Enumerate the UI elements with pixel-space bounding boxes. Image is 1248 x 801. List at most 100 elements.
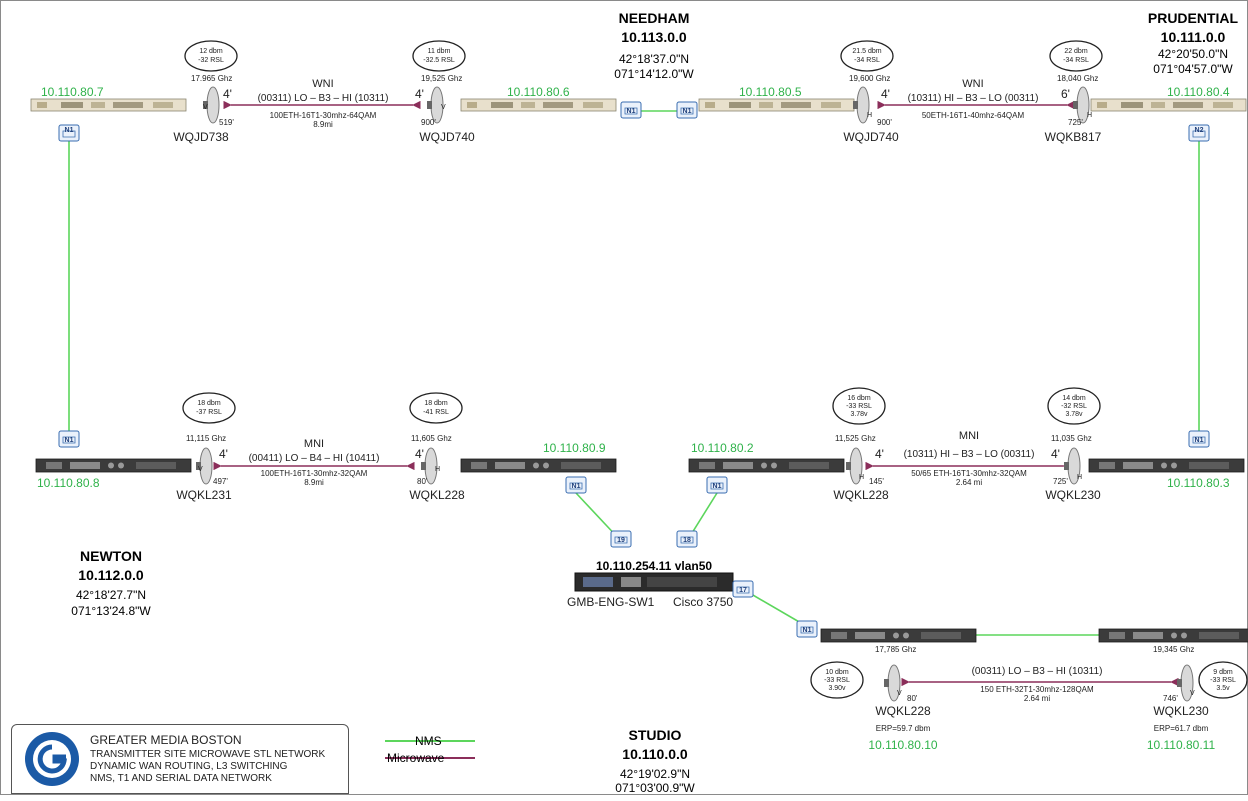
rsl-cloud-a2: 11 dbm -32.5 RSL <box>412 40 466 72</box>
svg-text:746': 746' <box>1163 694 1178 703</box>
switch-model: Cisco 3750 <box>673 595 733 609</box>
svg-text:-37 RSL: -37 RSL <box>196 409 222 416</box>
svg-text:V: V <box>198 466 203 473</box>
svg-text:WNI: WNI <box>312 78 333 90</box>
ip-r10: 10.110.80.10 <box>868 738 938 752</box>
svg-text:-33 RSL: -33 RSL <box>1210 677 1236 684</box>
svg-text:100ETH-16T1-30mhz-32QAM: 100ETH-16T1-30mhz-32QAM <box>261 469 368 478</box>
port-n1-r2: N1 <box>706 476 728 494</box>
svg-text:-32 RSL: -32 RSL <box>198 57 224 64</box>
freq-a9: 17,785 Ghz <box>875 645 916 654</box>
svg-text:4': 4' <box>219 447 228 461</box>
svg-text:42°18'27.7"N: 42°18'27.7"N <box>76 588 146 602</box>
svg-text:8.9mi: 8.9mi <box>304 478 324 487</box>
radio-unit-9 <box>460 458 617 473</box>
radio-unit-7 <box>30 98 187 112</box>
svg-text:MNI: MNI <box>959 430 979 442</box>
rsl-cloud-a3: 21.5 dbm -34 RSL <box>840 40 894 72</box>
svg-text:900': 900' <box>421 118 436 127</box>
frequencies: 17.965 Ghz 19,525 Ghz 19,600 Ghz 18,040 … <box>186 74 1194 654</box>
svg-text:50/65 ETH-16T1-30mhz-32QAM: 50/65 ETH-16T1-30mhz-32QAM <box>911 469 1027 478</box>
svg-text:4': 4' <box>223 87 232 101</box>
svg-text:10 dbm: 10 dbm <box>825 669 849 676</box>
svg-text:(00311) LO – B3 – HI (10311): (00311) LO – B3 – HI (10311) <box>258 93 389 104</box>
freq-a2: 19,525 Ghz <box>421 74 462 83</box>
freq-a6: 11,605 Ghz <box>411 434 452 443</box>
svg-text:(00311) LO – B3 – HI (10311): (00311) LO – B3 – HI (10311) <box>972 666 1103 677</box>
rsl-cloud-a6: 18 dbm -41 RSL <box>409 392 463 424</box>
svg-text:(00411) LO – B4 – HI (10411): (00411) LO – B4 – HI (10411) <box>249 453 380 464</box>
svg-text:80': 80' <box>417 477 428 486</box>
link-labels: WNI (00311) LO – B3 – HI (10311) 100ETH-… <box>249 78 1103 703</box>
svg-text:V: V <box>897 690 902 697</box>
svg-text:50ETH-16T1-40mhz-64QAM: 50ETH-16T1-40mhz-64QAM <box>922 111 1025 120</box>
svg-text:-34 RSL: -34 RSL <box>854 57 880 64</box>
svg-text:-32.5 RSL: -32.5 RSL <box>423 57 455 64</box>
svg-text:NEEDHAM: NEEDHAM <box>619 10 690 26</box>
rsl-cloud-a8: 14 dbm -32 RSL 3.78v <box>1047 387 1101 425</box>
svg-text:900': 900' <box>877 118 892 127</box>
radio-unit-6 <box>460 98 617 112</box>
svg-text:18 dbm: 18 dbm <box>424 400 448 407</box>
greater-media-logo <box>25 732 79 786</box>
rsl-cloud-a10: 9 dbm -33 RSL 3.5v <box>1198 661 1248 699</box>
freq-a7: 11,525 Ghz <box>835 434 876 443</box>
radio-unit-4 <box>1090 98 1247 112</box>
svg-text:-32 RSL: -32 RSL <box>1061 403 1087 410</box>
switch-title: 10.110.254.11 vlan50 <box>596 559 712 573</box>
svg-text:-33 RSL: -33 RSL <box>846 403 872 410</box>
switch-port-18: 18 <box>676 530 698 548</box>
legend-line3: NMS, T1 AND SERIAL DATA NETWORK <box>90 773 272 784</box>
rsl-cloud-a5: 18 dbm -37 RSL <box>182 392 236 424</box>
freq-a3: 19,600 Ghz <box>849 74 890 83</box>
svg-text:N1: N1 <box>65 437 74 444</box>
legend-box: GREATER MEDIA BOSTON TRANSMITTER SITE MI… <box>11 724 349 794</box>
svg-text:-34 RSL: -34 RSL <box>1063 57 1089 64</box>
svg-text:(10311) HI – B3 – LO (00311): (10311) HI – B3 – LO (00311) <box>904 449 1035 460</box>
call-signs: WQJD738 WQJD740 WQJD740 WQKB817 WQKL231 … <box>173 130 1209 733</box>
svg-text:42°19'02.9"N: 42°19'02.9"N <box>620 767 690 781</box>
svg-text:V: V <box>1190 690 1195 697</box>
svg-text:N1: N1 <box>65 127 74 134</box>
svg-text:42°20'50.0"N: 42°20'50.0"N <box>1158 47 1228 61</box>
legend-line1: TRANSMITTER SITE MICROWAVE STL NETWORK <box>90 749 326 760</box>
nms-lines <box>68 110 1200 636</box>
dish-attributes: 4' 519' V 4' 900' V 4' 900' H 6' 725' H … <box>198 87 1195 703</box>
svg-text:10.112.0.0: 10.112.0.0 <box>78 567 144 583</box>
ip-r11: 10.110.80.11 <box>1147 738 1216 752</box>
svg-text:17: 17 <box>739 587 747 594</box>
switch-port-19: 19 <box>610 530 632 548</box>
callsign-a1: WQJD738 <box>173 130 229 144</box>
ip-r6: 10.110.80.6 <box>507 85 570 99</box>
callsign-a2: WQJD740 <box>419 130 475 144</box>
callsign-a7: WQKL228 <box>833 488 889 502</box>
callsign-a6: WQKL228 <box>409 488 465 502</box>
svg-text:H: H <box>867 112 872 119</box>
svg-text:19: 19 <box>617 537 625 544</box>
port-n1-r9: N1 <box>565 476 587 494</box>
svg-text:V: V <box>203 104 208 111</box>
callsign-a3: WQJD740 <box>843 130 899 144</box>
port-n1-r10: N1 <box>796 620 818 638</box>
svg-text:N1: N1 <box>627 108 636 115</box>
svg-text:8.9mi: 8.9mi <box>313 120 333 129</box>
ip-labels: 10.110.80.7 10.110.80.6 10.110.80.5 10.1… <box>37 85 1230 752</box>
legend-keys: NMS Microwave <box>385 734 475 765</box>
svg-text:N1: N1 <box>572 483 581 490</box>
svg-text:071°13'24.8"W: 071°13'24.8"W <box>71 604 151 618</box>
rsl-clouds: 12 dbm -32 RSL 11 dbm -32.5 RSL 21.5 dbm… <box>182 40 1248 699</box>
legend-org: GREATER MEDIA BOSTON <box>90 733 242 747</box>
svg-text:100ETH-16T1-30mhz-64QAM: 100ETH-16T1-30mhz-64QAM <box>270 111 377 120</box>
svg-text:725': 725' <box>1053 477 1068 486</box>
ip-r8: 10.110.80.8 <box>37 476 100 490</box>
svg-text:725': 725' <box>1068 118 1083 127</box>
svg-text:18 dbm: 18 dbm <box>197 400 221 407</box>
site-studio: STUDIO 10.110.0.0 42°19'02.9"N 071°03'00… <box>615 727 695 795</box>
svg-text:3.78v: 3.78v <box>1065 411 1083 418</box>
freq-a1: 17.965 Ghz <box>191 74 232 83</box>
svg-text:N2: N2 <box>1195 127 1204 134</box>
freq-a8: 11,035 Ghz <box>1051 434 1092 443</box>
svg-text:-41 RSL: -41 RSL <box>423 409 449 416</box>
